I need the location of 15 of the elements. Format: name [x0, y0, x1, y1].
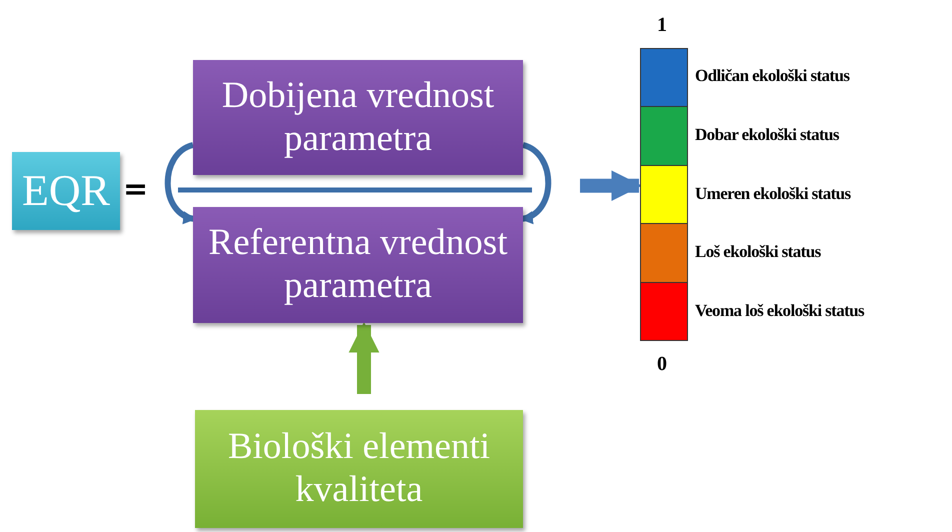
status-label: Dobar ekološki status: [695, 124, 839, 145]
status-label: Odličan ekološki status: [695, 66, 850, 86]
denominator-box: Referentna vrednost parametra: [193, 207, 523, 323]
status-label: Veoma loš ekološki status: [695, 300, 864, 321]
block-arrow: [348, 322, 380, 394]
status-label: Umeren ekološki status: [695, 184, 851, 204]
block-arrow: [580, 170, 642, 202]
equation-box: EQR: [12, 152, 120, 230]
input-box: Biološki elementi kvaliteta: [195, 410, 523, 528]
scale-max-value: 1: [657, 14, 667, 37]
status-scale-bar: [640, 48, 688, 341]
numerator-box: Dobijena vrednost parametra: [193, 60, 523, 175]
status-label: Loš ekološki status: [695, 242, 821, 262]
equals-sign: =: [123, 172, 148, 207]
scale-min-value: 0: [657, 353, 667, 376]
